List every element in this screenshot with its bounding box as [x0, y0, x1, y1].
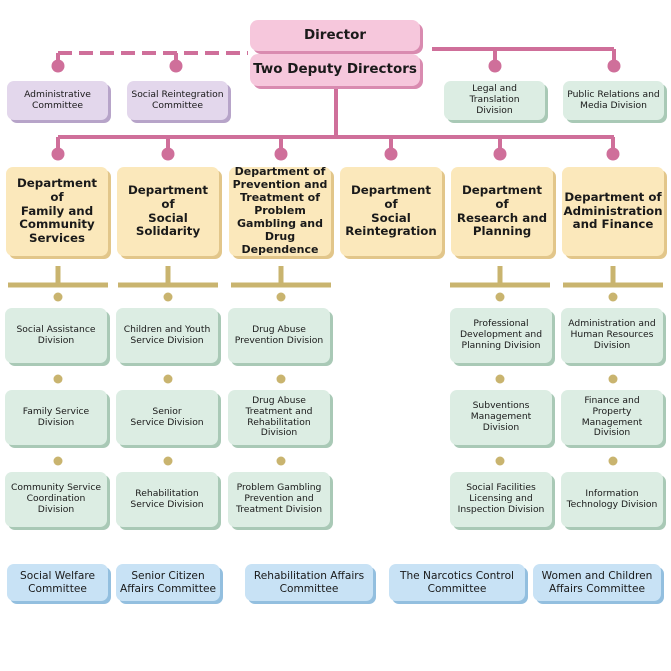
division-node: [495, 374, 505, 384]
division-box-1-0: Children and Youth Service Division: [116, 308, 218, 363]
department-node: [606, 147, 620, 161]
division-box-5-1: Finance and Property Management Division: [561, 390, 663, 445]
department-box-4: Department of Research and Planning: [451, 167, 553, 256]
division-node: [53, 456, 63, 466]
division-node: [495, 292, 505, 302]
division-box-2-0: Drug Abuse Prevention Division: [228, 308, 330, 363]
division-box-2-2: Problem Gambling Prevention and Treatmen…: [228, 472, 330, 527]
department-box-1: Department of Social Solidarity: [117, 167, 219, 256]
department-node: [384, 147, 398, 161]
department-node: [493, 147, 507, 161]
department-box-0: Department of Family and Community Servi…: [6, 167, 108, 256]
department-box-3: Department of Social Reintegration: [340, 167, 442, 256]
committee-box-2: Rehabilitation Affairs Committee: [245, 564, 373, 601]
division-node: [276, 292, 286, 302]
director-box: Director: [250, 20, 420, 51]
division-box-4-1: Subventions Management Division: [450, 390, 552, 445]
division-node: [608, 292, 618, 302]
department-node: [51, 147, 65, 161]
committee-box-4: Women and Children Affairs Committee: [533, 564, 661, 601]
division-box-4-2: Social Facilities Licensing and Inspecti…: [450, 472, 552, 527]
division-node: [53, 292, 63, 302]
committee-box-0: Social Welfare Committee: [7, 564, 108, 601]
division-node: [276, 374, 286, 384]
division-node: [53, 374, 63, 384]
division-box-1-2: Rehabilitation Service Division: [116, 472, 218, 527]
division-node: [163, 456, 173, 466]
committee-box-1: Senior Citizen Affairs Committee: [116, 564, 220, 601]
staff-unit-1: Social Reintegration Committee: [127, 81, 228, 120]
deputy-directors-box: Two Deputy Directors: [250, 54, 420, 86]
staff-node: [488, 59, 502, 73]
division-box-0-2: Community Service Coordination Division: [5, 472, 107, 527]
division-node: [608, 456, 618, 466]
committee-box-3: The Narcotics Control Committee: [389, 564, 525, 601]
division-box-2-1: Drug Abuse Treatment and Rehabilitation …: [228, 390, 330, 445]
division-box-5-0: Administration and Human Resources Divis…: [561, 308, 663, 363]
staff-unit-0: Administrative Committee: [7, 81, 108, 120]
division-node: [276, 456, 286, 466]
department-node: [161, 147, 175, 161]
division-node: [495, 456, 505, 466]
staff-unit-3: Public Relations and Media Division: [563, 81, 664, 120]
division-box-4-0: Professional Development and Planning Di…: [450, 308, 552, 363]
staff-node: [169, 59, 183, 73]
staff-unit-2: Legal and Translation Division: [444, 81, 545, 120]
department-box-2: Department of Prevention and Treatment o…: [229, 165, 331, 256]
division-box-1-1: Senior Service Division: [116, 390, 218, 445]
staff-node: [51, 59, 65, 73]
division-box-0-1: Family Service Division: [5, 390, 107, 445]
division-box-5-2: Information Technology Division: [561, 472, 663, 527]
division-node: [608, 374, 618, 384]
staff-node: [607, 59, 621, 73]
division-node: [163, 292, 173, 302]
department-node: [274, 147, 288, 161]
division-box-0-0: Social Assistance Division: [5, 308, 107, 363]
division-node: [163, 374, 173, 384]
department-box-5: Department of Administration and Finance: [562, 167, 664, 256]
